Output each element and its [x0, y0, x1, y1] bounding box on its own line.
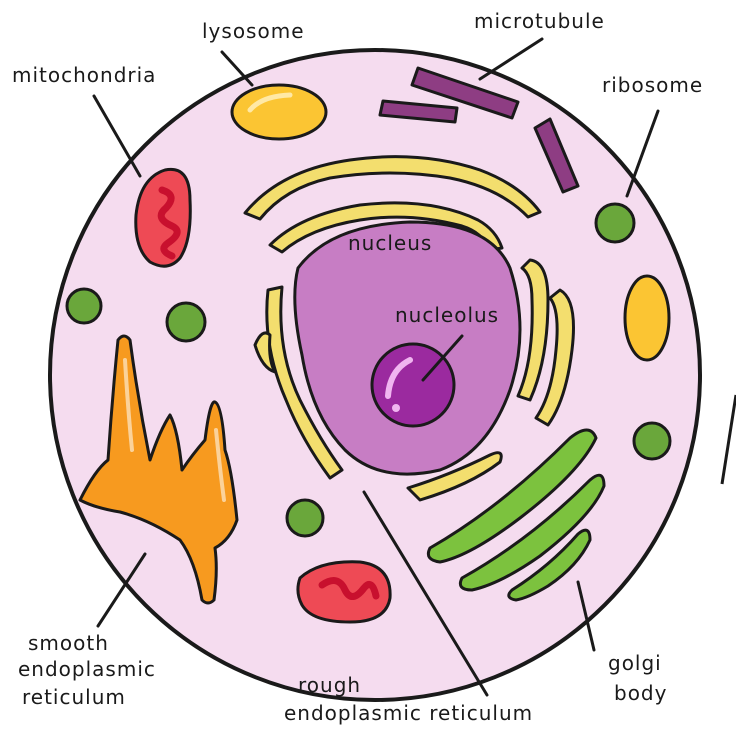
nucleus-label: nucleus: [348, 231, 432, 255]
ribosome: [165, 301, 207, 343]
golgi-label-line1: golgi: [608, 651, 662, 675]
nucleolus-label: nucleolus: [395, 303, 499, 327]
ribosome-leader: [625, 109, 660, 198]
adjacent-cell-edge: [720, 394, 736, 485]
rough-er-band: [534, 288, 575, 427]
mitochondrion-cristae: [157, 186, 181, 260]
rough-er-leader: [362, 490, 489, 697]
lysosome-label: lysosome: [202, 19, 305, 43]
rough-er-label-line1: rough: [298, 673, 361, 697]
mitochondrion-cristae: [318, 577, 380, 600]
smooth-er-label-line3: reticulum: [22, 685, 126, 709]
microtubule-bar: [378, 99, 459, 124]
lysosome-highlight: [247, 92, 293, 113]
rough-er-band: [406, 451, 503, 502]
rough-er-band: [253, 331, 277, 374]
golgi-cisterna: [458, 473, 606, 592]
microtubule-bar: [410, 66, 520, 120]
smooth-er: [78, 334, 239, 605]
ribosome: [285, 498, 325, 538]
lysosome: [623, 274, 671, 362]
smooth-er-highlight: [123, 358, 134, 452]
mitochondria-leader: [92, 94, 142, 178]
smooth-er-leader: [96, 552, 147, 628]
rough-er: [243, 155, 575, 502]
smooth-er-label-line1: smooth: [28, 631, 109, 655]
mitochondria-label: mitochondria: [12, 63, 156, 87]
nucleolus-leader: [421, 334, 464, 382]
nucleolus: [370, 342, 456, 428]
lysosome: [230, 83, 328, 141]
smooth-er-label-line2: endoplasmic: [18, 657, 156, 681]
nucleolus-highlight: [385, 357, 413, 399]
rough-er-band: [243, 155, 542, 221]
rough-er-band: [516, 258, 550, 402]
microtubule-label: microtubule: [474, 9, 605, 33]
ribosome: [594, 202, 636, 244]
golgi-cisterna: [507, 528, 592, 602]
rough-er-band: [265, 285, 344, 480]
lysosome-leader: [220, 50, 254, 87]
mitochondria: [134, 167, 392, 624]
ribosome-label: ribosome: [602, 73, 703, 97]
rough-er-label-line2: endoplasmic reticulum: [284, 701, 533, 725]
rough-er-band: [268, 201, 504, 254]
ribosomes: [65, 202, 672, 538]
golgi-body: [426, 428, 606, 602]
ribosome: [65, 287, 103, 325]
microtubules: [378, 66, 580, 194]
golgi-label-line2: body: [614, 681, 667, 705]
ribosome: [632, 421, 672, 461]
microtubule-leader: [478, 37, 544, 81]
smooth-er-highlight: [214, 428, 226, 502]
nucleolus-highlight-dot: [392, 404, 400, 412]
golgi-cisterna: [426, 428, 598, 564]
golgi-leader: [576, 580, 596, 652]
microtubule-bar: [533, 117, 580, 194]
